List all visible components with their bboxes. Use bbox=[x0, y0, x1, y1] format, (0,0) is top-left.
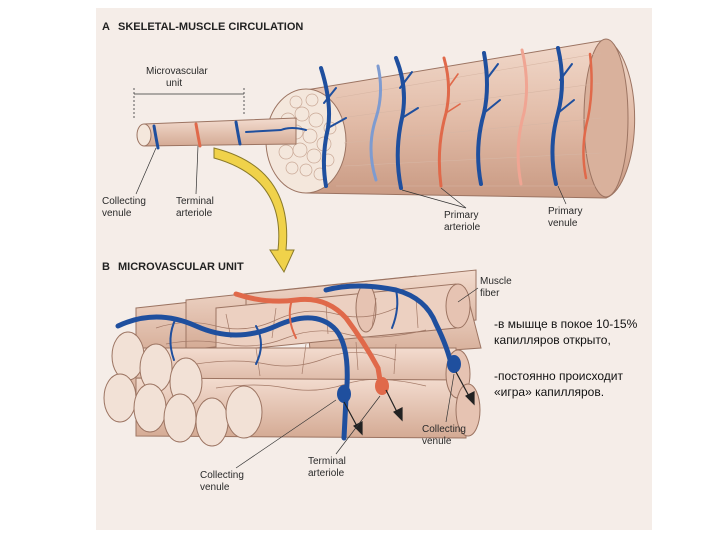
collecting-venule-a-label-1: Collecting bbox=[102, 196, 146, 207]
primary-venule-label-1: Primary bbox=[548, 206, 582, 217]
microvascular-unit-label-2: unit bbox=[166, 78, 182, 89]
muscle-fiber-label-1: Muscle bbox=[480, 276, 512, 287]
note-line-1: -в мышце в покое 10-15% капилляров откры… bbox=[494, 316, 664, 348]
muscle-fiber-label-2: fiber bbox=[480, 288, 500, 299]
muscle-fiber-bundle bbox=[104, 270, 481, 446]
panel-b-title: MICROVASCULAR UNIT bbox=[118, 261, 244, 273]
muscle-cylinder bbox=[266, 39, 635, 198]
panel-b-letter: B bbox=[102, 261, 110, 273]
collecting-venule-b-right-label-1: Collecting bbox=[422, 424, 466, 435]
terminal-arteriole-a-label-1: Terminal bbox=[176, 196, 214, 207]
terminal-arteriole-b-label-1: Terminal bbox=[308, 456, 346, 467]
microvascular-unit-bracket bbox=[134, 88, 244, 120]
primary-venule-label-2: venule bbox=[548, 218, 578, 229]
microvascular-unit-label-1: Microvascular bbox=[146, 66, 208, 77]
primary-arteriole-label-2: arteriole bbox=[444, 222, 481, 233]
terminal-arteriole-a-label-2: arteriole bbox=[176, 208, 213, 219]
collecting-venule-b-left-label-2: venule bbox=[200, 482, 230, 493]
figure-panel: A SKELETAL-MUSCLE CIRCULATION bbox=[96, 8, 652, 530]
panel-a-letter: A bbox=[102, 21, 110, 33]
terminal-arteriole-b-label-2: arteriole bbox=[308, 468, 345, 479]
skeletal-muscle-diagram: A SKELETAL-MUSCLE CIRCULATION bbox=[96, 8, 652, 530]
collecting-venule-a-label-2: venule bbox=[102, 208, 132, 219]
panel-a-title: SKELETAL-MUSCLE CIRCULATION bbox=[118, 21, 303, 33]
collecting-venule-b-right-label-2: venule bbox=[422, 436, 452, 447]
small-bundle bbox=[137, 118, 296, 146]
note-line-2: -постоянно происходит «игра» капилляров. bbox=[494, 368, 664, 400]
primary-arteriole-label-1: Primary bbox=[444, 210, 478, 221]
note-box: -в мышце в покое 10-15% капилляров откры… bbox=[494, 316, 664, 420]
collecting-venule-b-left-label-1: Collecting bbox=[200, 470, 244, 481]
